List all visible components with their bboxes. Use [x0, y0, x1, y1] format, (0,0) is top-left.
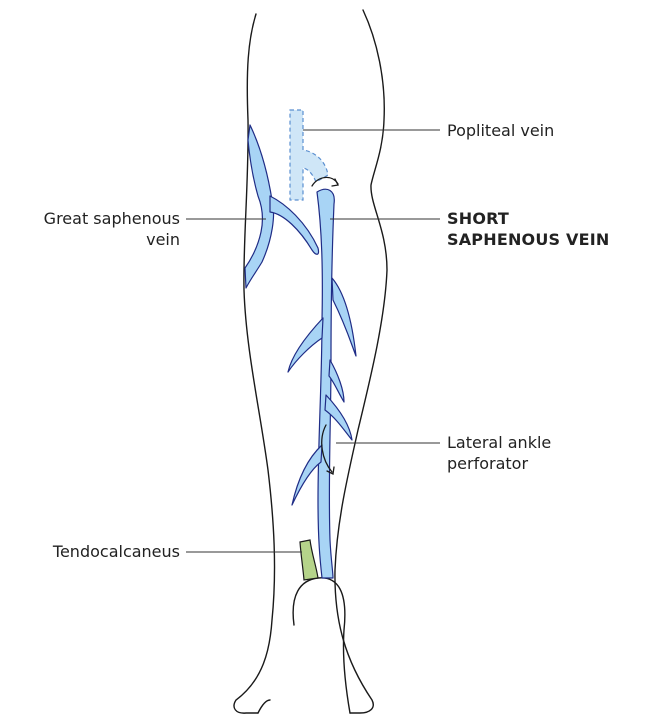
great-saphenous-vein: [245, 125, 319, 288]
label-lateral-ankle-line2: perforator: [447, 453, 551, 474]
label-short-saphenous-line1: SHORT: [447, 208, 610, 229]
label-great-saphenous-line2: vein: [44, 229, 180, 250]
leg-outline: [234, 10, 387, 713]
great-saphenous-branch: [270, 196, 319, 254]
great-saphenous-trunk: [245, 125, 274, 288]
short-saphenous-trunk: [317, 189, 334, 578]
label-great-saphenous-vein: Great saphenous vein: [44, 208, 180, 250]
short-saphenous-vein: [288, 189, 356, 578]
popliteal-vein: [290, 110, 328, 200]
label-short-saphenous-line2: SAPHENOUS VEIN: [447, 229, 610, 250]
label-popliteal-vein-text: Popliteal vein: [447, 121, 554, 140]
tendocalcaneus: [300, 540, 318, 580]
label-lateral-ankle-perforator: Lateral ankle perforator: [447, 432, 551, 474]
leg-outline-right: [335, 10, 387, 713]
label-tendocalcaneus-text: Tendocalcaneus: [53, 542, 180, 561]
label-great-saphenous-line1: Great saphenous: [44, 208, 180, 229]
label-lateral-ankle-line1: Lateral ankle: [447, 432, 551, 453]
label-tendocalcaneus: Tendocalcaneus: [53, 541, 180, 562]
flow-arrow-top-head: [332, 179, 338, 186]
label-short-saphenous-vein: SHORT SAPHENOUS VEIN: [447, 208, 610, 250]
heel-bottom: [258, 700, 270, 713]
heel-outline: [293, 578, 350, 713]
label-popliteal-vein: Popliteal vein: [447, 120, 554, 141]
leg-outline-left: [234, 14, 274, 713]
tendocalcaneus-shape: [300, 540, 318, 580]
popliteal-vein-body: [290, 110, 328, 200]
short-saphenous-branch-mid-left: [288, 318, 323, 372]
short-saphenous-branch-upper-right: [332, 278, 356, 356]
